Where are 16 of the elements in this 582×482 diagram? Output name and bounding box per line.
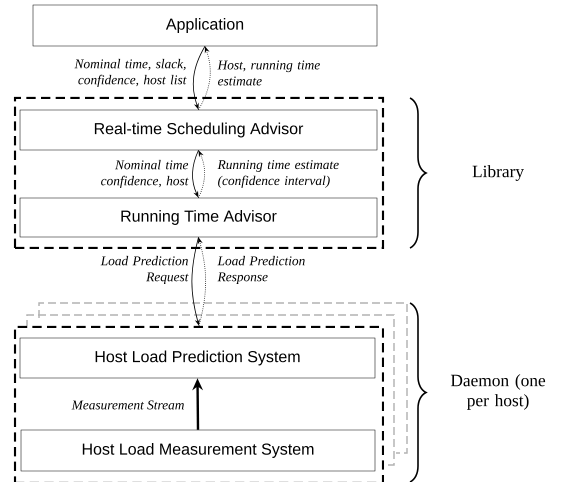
edge-label: Load Prediction Request [100,256,189,284]
edge-label: Running time estimate (confidence interval) [218,160,339,188]
group-label: Daemon (one per host) [450,374,546,410]
edge-label: Measurement Stream [72,400,184,410]
group-label: Library [472,165,524,181]
edge-label: Nominal time, slack, confidence, host list [74,58,187,88]
dashed-group-box [14,326,384,482]
process-box: Application [32,4,378,46]
process-box: Host Load Measurement System [20,430,376,472]
edge-label: Load Prediction Response [217,256,305,284]
process-box: Real-time Scheduling Advisor [20,110,378,150]
edge-label: Host, running time estimate [217,60,320,86]
process-box: Host Load Prediction System [20,338,376,378]
edge-label: Nominal time confidence, host [101,160,189,188]
dashed-group-box [14,96,384,250]
process-box: Running Time Advisor [20,198,378,238]
